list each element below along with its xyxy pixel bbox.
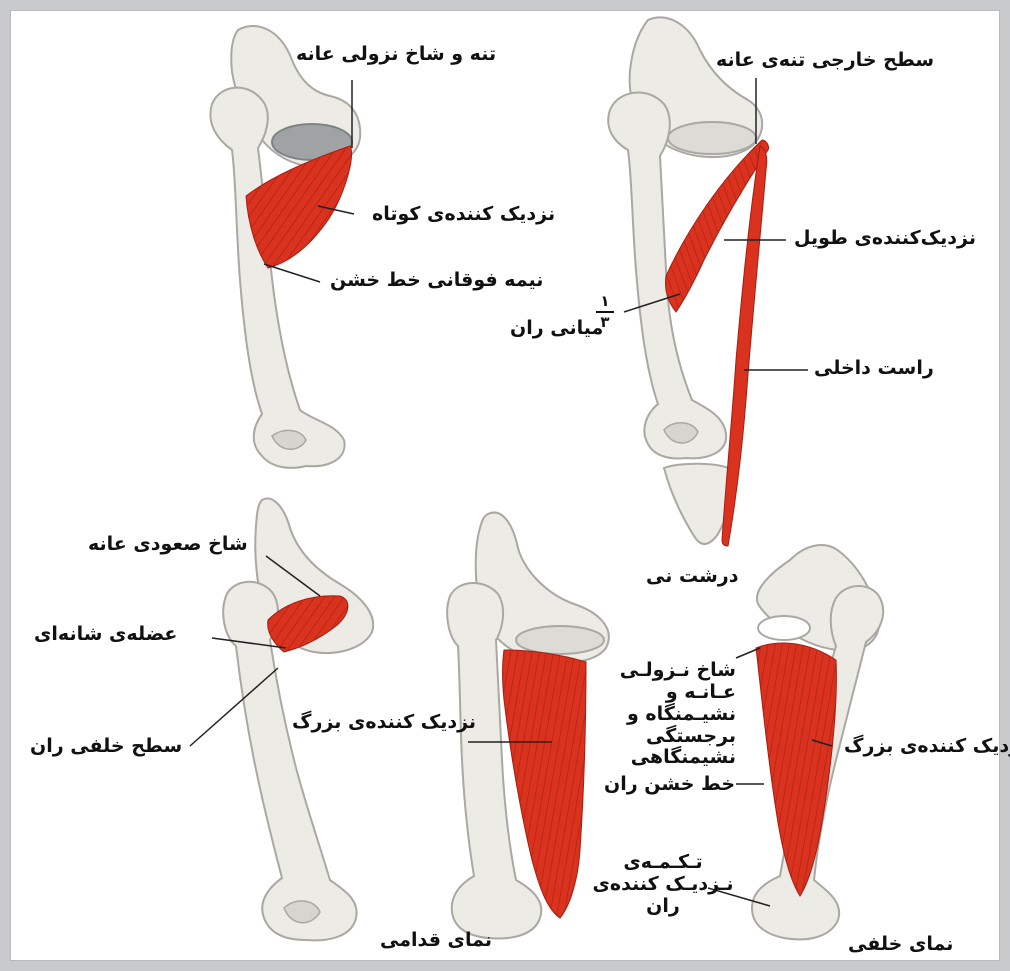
adductor-magnus-posterior-muscle	[756, 643, 836, 896]
label-adductor-tubercle: تـکـمـه‌ی نـزدیـک کننده‌ی ران	[590, 852, 736, 918]
label-middle-third-thigh: میانی ران	[510, 318, 603, 340]
label-posterior-view: نمای خلفی	[848, 934, 953, 956]
panel-adductor-brevis	[210, 26, 360, 468]
label-gracilis: راست داخلی	[814, 358, 934, 380]
label-adductor-longus: نزدیک‌کننده‌ی طویل	[794, 228, 976, 250]
label-adductor-brevis: نزدیک کننده‌ی کوتاه	[372, 204, 555, 226]
label-adductor-magnus-front: نزدیک کننده‌ی بزرگ	[292, 712, 476, 734]
label-tibia: درشت نی	[646, 566, 738, 588]
label-linea-aspera: خط خشن ران	[604, 774, 735, 796]
label-pubic-body-inferior-ramus: تنه و شاخ نزولی عانه	[296, 44, 496, 66]
label-adductor-magnus-back: نزدیک کننده‌ی بزرگ	[844, 736, 1010, 758]
label-anterior-view: نمای قدامی	[380, 930, 492, 952]
fraction-denominator: ۳	[600, 313, 609, 331]
label-external-surface-pubic-body: سطح خارجی تنه‌ی عانه	[716, 50, 934, 72]
label-posterior-surface-femur: سطح خلفی ران	[30, 736, 182, 758]
label-upper-half-linea-aspera: نیمه فوقانی خط خشن	[330, 270, 543, 292]
label-pectineus: عضله‌ی شانه‌ای	[34, 624, 177, 646]
panel-adductor-longus	[608, 17, 768, 546]
label-superior-pubic-ramus: شاخ صعودی عانه	[88, 534, 248, 556]
fraction-numerator: ۱	[600, 292, 609, 310]
label-inferior-ramus-ischial: شاخ نـزولـی عـانـه و نشیـمنگاه و برجستگی…	[590, 660, 736, 769]
fraction-one-third: ۱ ۳	[596, 294, 614, 330]
